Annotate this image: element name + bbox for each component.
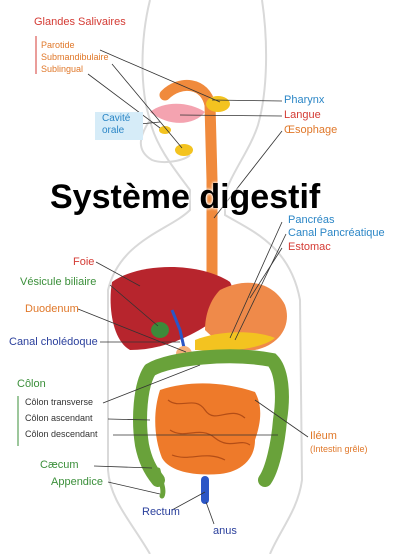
- label-pancreas: Pancréas: [288, 214, 335, 226]
- label-estomac: Estomac: [288, 241, 331, 253]
- colon-shape: [133, 349, 289, 487]
- label-caecum: Cæcum: [40, 459, 79, 471]
- label-submandibulaire: Submandibulaire: [41, 52, 109, 62]
- label-anus: anus: [213, 525, 237, 537]
- submandibular-gland: [175, 144, 193, 156]
- body-outline: [107, 0, 304, 554]
- bile-duct-path: [170, 309, 187, 353]
- label-cavite-line2: orale: [102, 125, 125, 136]
- oral-cavity-label-box: [95, 112, 143, 140]
- small-intestine-folds: [167, 399, 251, 461]
- liver-shape: [110, 267, 233, 350]
- label-oesophage: Œsophage: [284, 124, 338, 136]
- parotid-gland: [206, 96, 230, 112]
- label-ileum: Iléum: [310, 430, 337, 442]
- leader-lines: [77, 49, 309, 525]
- label-rectum: Rectum: [142, 506, 180, 518]
- gallbladder-shape: [151, 322, 169, 338]
- label-glandes-salivaires: Glandes Salivaires: [34, 16, 126, 28]
- label-sublingual: Sublingual: [41, 64, 84, 74]
- label-canal-pancreatique: Canal Pancréatique: [288, 227, 385, 239]
- page-title: Système digestif: [50, 178, 321, 216]
- label-foie: Foie: [73, 256, 95, 268]
- sublingual-gland: [159, 126, 171, 134]
- label-colon-ascendant: Côlon ascendant: [25, 413, 93, 423]
- label-ileum-sub: (Intestin grêle): [310, 444, 368, 454]
- appendix-shape: [155, 467, 166, 499]
- label-parotide: Parotide: [41, 40, 75, 50]
- label-vesicule-biliaire: Vésicule biliaire: [20, 276, 97, 288]
- small-intestine-shape: [155, 383, 261, 475]
- label-langue: Langue: [284, 109, 321, 121]
- pancreas-shape: [195, 332, 275, 351]
- label-canal-choledoque: Canal cholédoque: [9, 336, 98, 348]
- tongue-shape: [150, 103, 205, 123]
- head-outline: [139, 119, 191, 164]
- label-pharynx: Pharynx: [284, 94, 325, 106]
- label-appendice: Appendice: [51, 476, 103, 488]
- label-colon-descendant: Côlon descendant: [25, 429, 98, 439]
- label-colon-transverse: Côlon transverse: [25, 397, 94, 407]
- label-colon: Côlon: [17, 378, 46, 390]
- label-cavite-line1: Cavité: [102, 113, 131, 124]
- label-duodenum: Duodenum: [25, 303, 79, 315]
